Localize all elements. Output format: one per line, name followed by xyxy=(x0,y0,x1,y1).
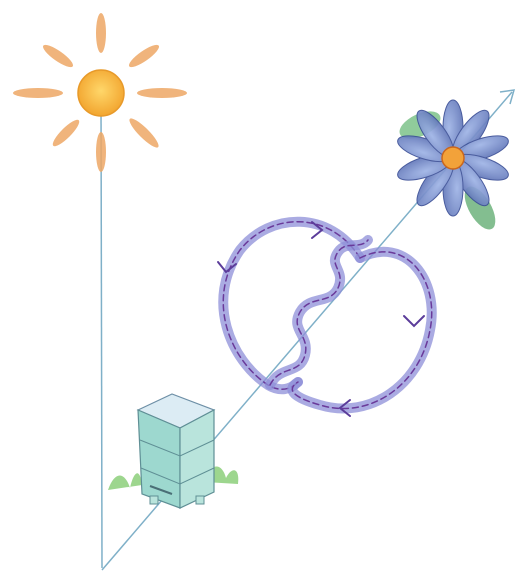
beehive-icon xyxy=(108,394,238,508)
flower-icon xyxy=(395,100,512,234)
sun-icon xyxy=(13,13,187,172)
dance-right-loop xyxy=(292,252,431,409)
waggle-dance-path xyxy=(218,222,432,416)
waggle-run xyxy=(270,240,368,385)
dance-arrow-icon xyxy=(404,316,424,326)
